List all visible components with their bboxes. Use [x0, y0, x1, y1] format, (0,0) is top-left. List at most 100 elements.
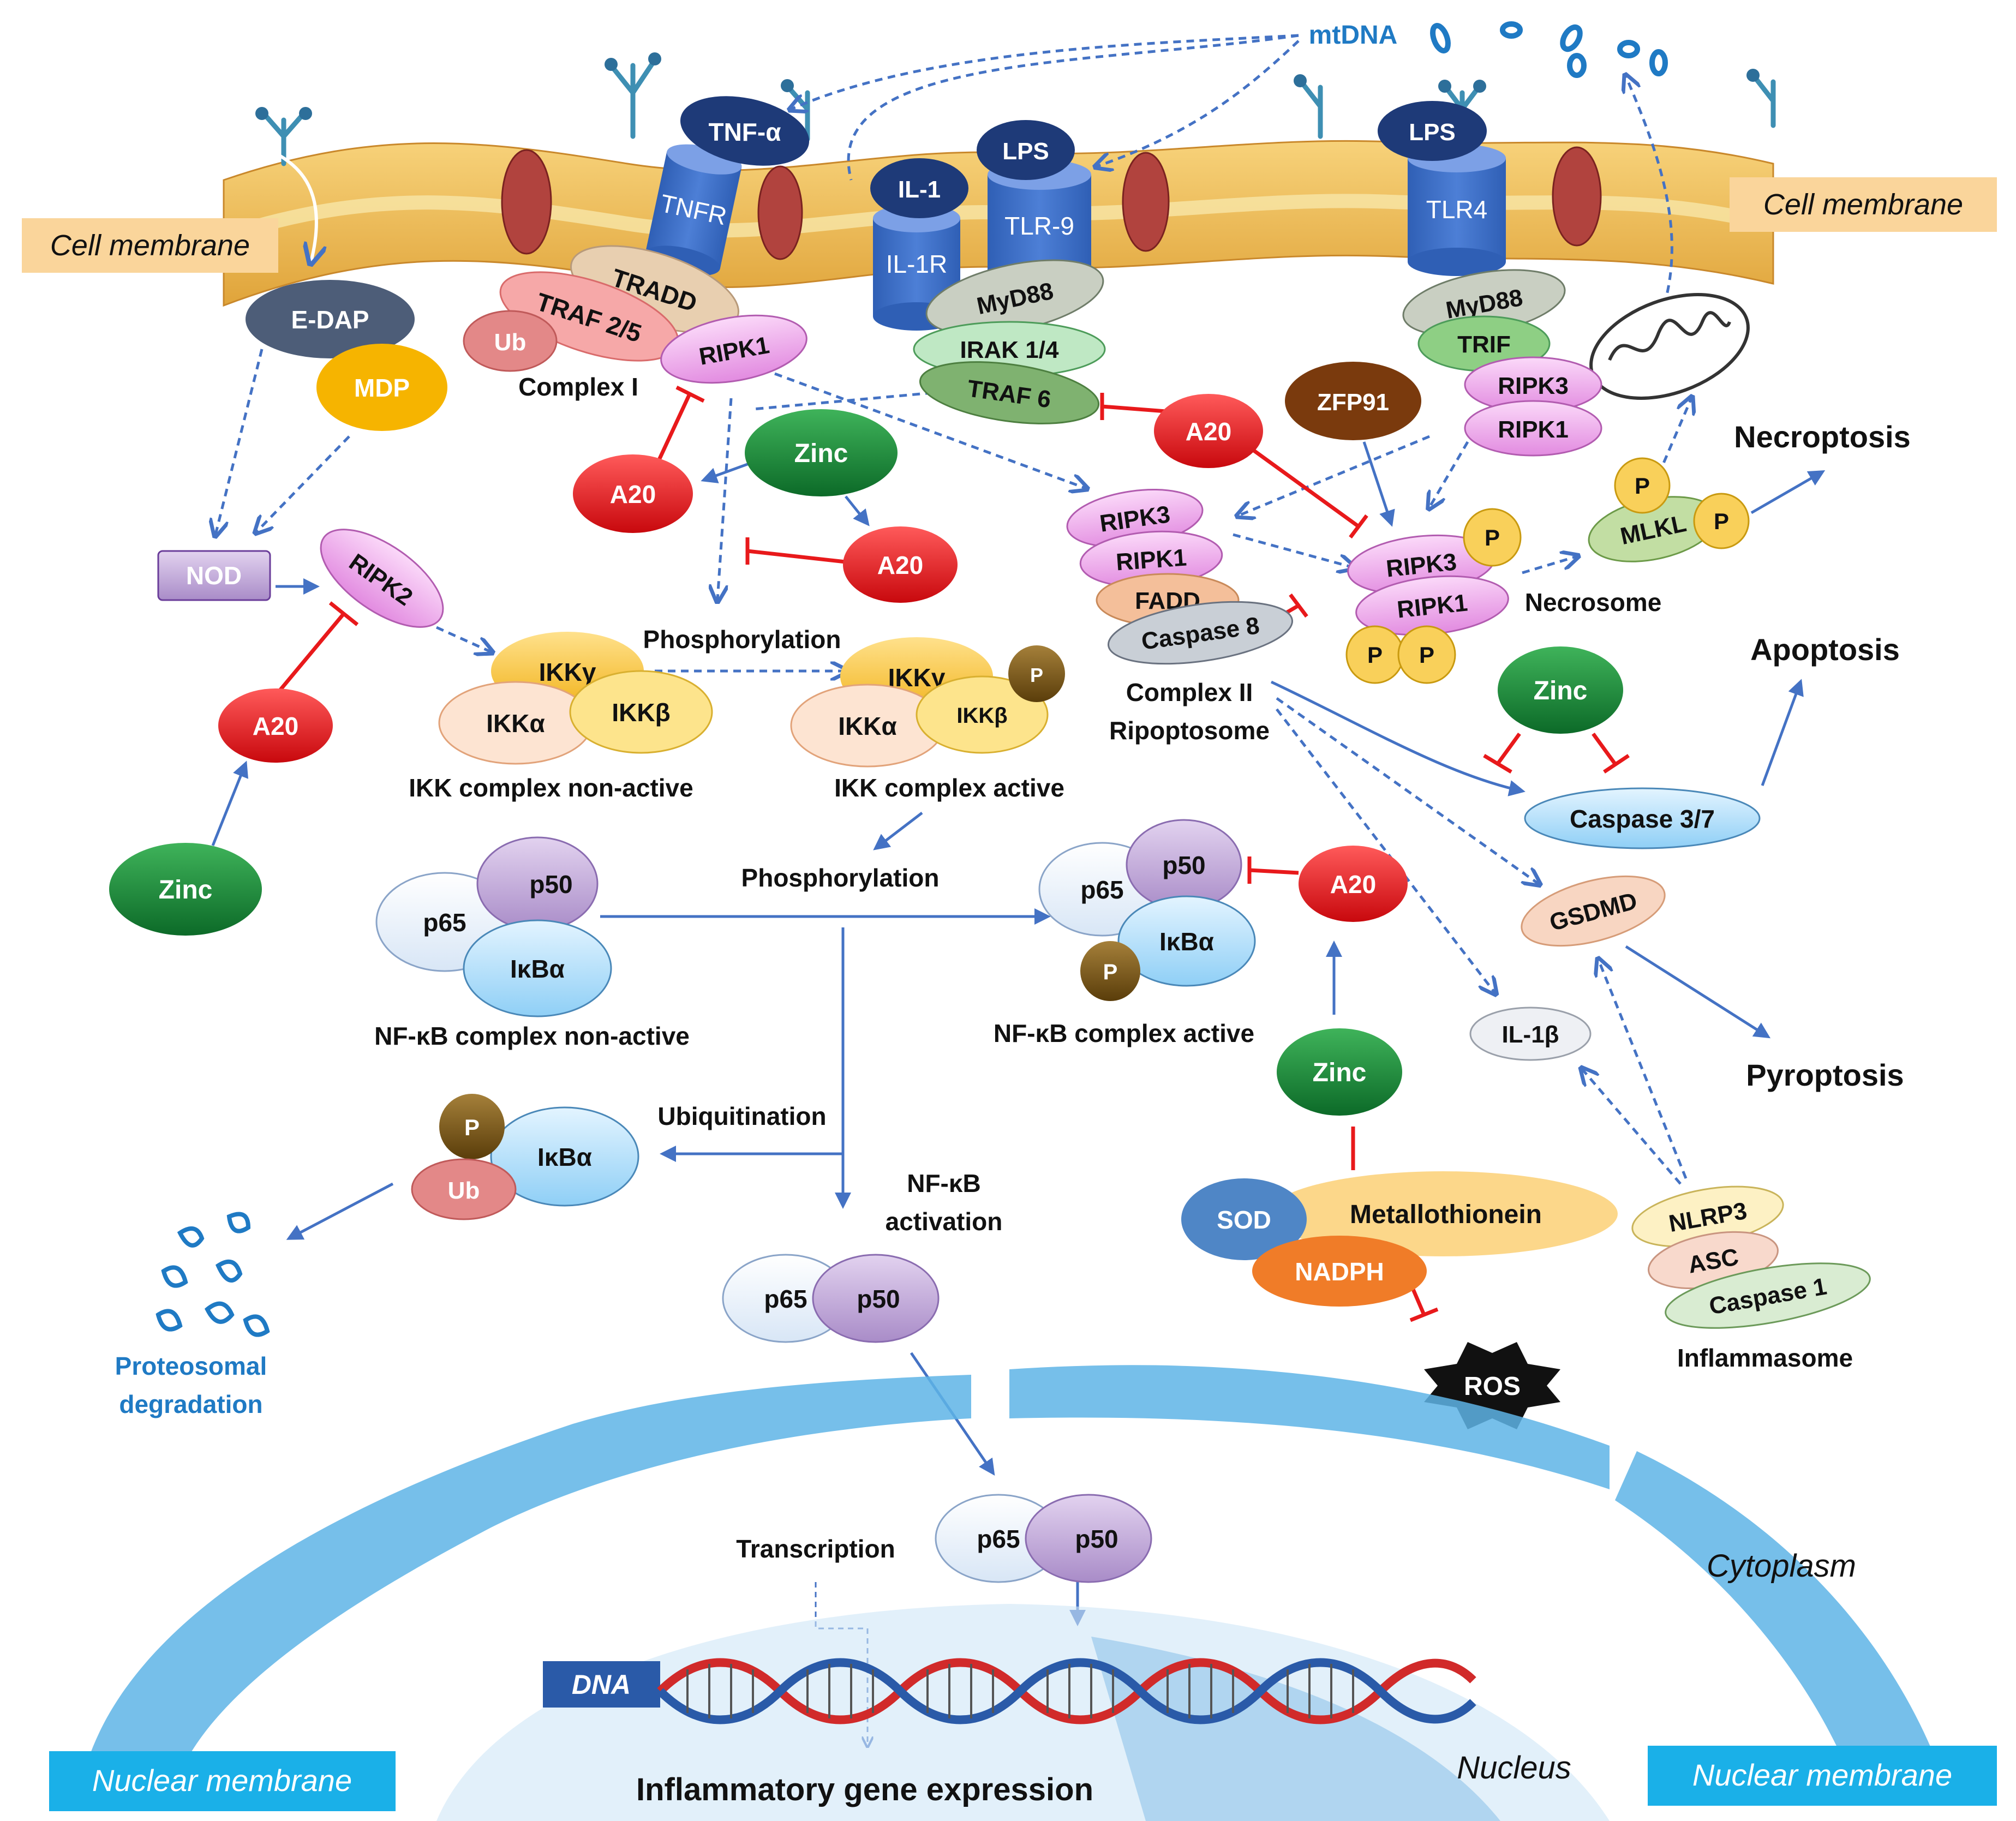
- proteosomal-label-1: Proteosomal: [115, 1352, 267, 1380]
- svg-text:Ub: Ub: [494, 329, 527, 356]
- nfkb-nonactive: p65 p50 IκBα NF-κB complex non-active: [374, 836, 690, 1050]
- zinc-apoptosis: Zinc: [1498, 646, 1623, 734]
- proteasome-fragments-icon: [155, 1212, 270, 1337]
- myd88-irak-traf6: MyD88 IRAK 1/4 TRAF 6: [913, 259, 1106, 424]
- mtdna-fragments: [1430, 21, 1668, 78]
- zinc-left: Zinc: [109, 843, 262, 936]
- phosphorylation-label-2: Phosphorylation: [741, 864, 940, 892]
- svg-text:p50: p50: [1162, 851, 1205, 879]
- svg-text:IKKβ: IKKβ: [612, 698, 670, 727]
- nfkb-activation-label-1: NF-κB: [907, 1169, 981, 1197]
- svg-text:Zinc: Zinc: [1534, 676, 1588, 705]
- gene-expression-label: Inflammatory gene expression: [636, 1772, 1093, 1807]
- nfkb-dimer-free: p65 p50: [722, 1254, 940, 1343]
- zinc-center-top: Zinc: [745, 409, 898, 496]
- svg-text:A20: A20: [1330, 870, 1376, 898]
- svg-text:NF-κB complex non-active: NF-κB complex non-active: [374, 1022, 690, 1050]
- svg-text:P: P: [1030, 664, 1043, 686]
- svg-text:Nuclear membrane: Nuclear membrane: [1692, 1758, 1952, 1792]
- svg-text:P: P: [464, 1115, 480, 1140]
- svg-text:Cell membrane: Cell membrane: [50, 229, 250, 262]
- svg-text:p65: p65: [1080, 876, 1123, 904]
- ripk2: RIPK2: [320, 529, 444, 628]
- proteosomal-label-2: degradation: [119, 1390, 262, 1418]
- il1-ligand: IL-1: [870, 158, 968, 218]
- complex-ii: RIPK3 RIPK1 FADD Caspase 8 Complex II Ri…: [1066, 489, 1294, 745]
- svg-text:IKKγ: IKKγ: [539, 658, 596, 686]
- transcription-label: Transcription: [736, 1535, 895, 1563]
- a20-traf6: A20: [1154, 394, 1263, 468]
- connectors: [213, 34, 1826, 1746]
- ikk-active: IKKγ IKKα IKKβ P IKK complex active: [790, 637, 1065, 802]
- inflammasome: NLRP3 ASC Caspase 1 Inflammasome: [1631, 1185, 1871, 1372]
- cell-membrane-label-right: Cell membrane: [1730, 177, 1997, 232]
- svg-text:E-DAP: E-DAP: [291, 306, 369, 334]
- svg-text:P: P: [1367, 642, 1383, 668]
- svg-text:IκBα: IκBα: [537, 1143, 592, 1171]
- svg-text:DNA: DNA: [572, 1669, 631, 1700]
- edap: E-DAP: [246, 280, 415, 358]
- svg-text:ROS: ROS: [1464, 1372, 1521, 1401]
- svg-text:p65: p65: [764, 1285, 807, 1313]
- svg-text:A20: A20: [877, 551, 923, 579]
- mlkl: MLKL P P: [1588, 457, 1750, 562]
- lps-ligand-2: LPS: [1378, 101, 1487, 161]
- svg-text:IκBα: IκBα: [1159, 927, 1214, 956]
- ubiquitination-label: Ubiquitination: [657, 1102, 826, 1130]
- svg-text:Ub: Ub: [448, 1177, 480, 1204]
- gsdmd: GSDMD: [1521, 875, 1666, 947]
- svg-text:Zinc: Zinc: [159, 876, 213, 904]
- svg-text:LPS: LPS: [1002, 138, 1049, 165]
- svg-text:IRAK 1/4: IRAK 1/4: [960, 337, 1059, 363]
- cell-membrane-label-left: Cell membrane: [22, 218, 278, 273]
- a20-complex-i: A20: [573, 454, 693, 533]
- mitochondrion-icon: [1589, 293, 1750, 400]
- svg-text:IL-1β: IL-1β: [1501, 1021, 1559, 1048]
- nfkb-activation-label-2: activation: [886, 1207, 1003, 1236]
- cytoplasm-label: Cytoplasm: [1707, 1548, 1856, 1584]
- svg-text:NF-κB complex active: NF-κB complex active: [994, 1019, 1254, 1047]
- antioxidant-complex: Metallothionein SOD NADPH: [1181, 1171, 1618, 1307]
- nucleus-label: Nucleus: [1457, 1750, 1571, 1786]
- svg-text:SOD: SOD: [1217, 1206, 1271, 1234]
- tnf-alpha: TNF-α: [680, 96, 810, 166]
- svg-text:ZFP91: ZFP91: [1317, 389, 1389, 416]
- svg-text:P: P: [1103, 960, 1118, 984]
- svg-text:IKKβ: IKKβ: [956, 704, 1007, 728]
- nfkb-active: p65 p50 IκBα P NF-κB complex active: [994, 819, 1256, 1047]
- svg-text:Inflammasome: Inflammasome: [1677, 1344, 1853, 1372]
- svg-text:IL-1: IL-1: [898, 176, 941, 203]
- svg-text:Complex I: Complex I: [518, 373, 638, 401]
- svg-text:IKK complex non-active: IKK complex non-active: [409, 774, 693, 802]
- zinc-metallothionein: Zinc: [1277, 1028, 1402, 1116]
- svg-text:Necrosome: Necrosome: [1525, 588, 1662, 616]
- svg-text:A20: A20: [1186, 417, 1231, 446]
- svg-text:A20: A20: [253, 712, 298, 740]
- svg-text:NOD: NOD: [186, 561, 242, 590]
- svg-text:IKK complex active: IKK complex active: [834, 774, 1064, 802]
- svg-text:MDP: MDP: [354, 374, 410, 402]
- svg-text:TLR4: TLR4: [1426, 195, 1487, 224]
- mdp: MDP: [316, 344, 447, 431]
- svg-text:p65: p65: [977, 1525, 1020, 1553]
- nod: NOD: [157, 550, 271, 601]
- dna-helix-icon: DNA: [543, 1658, 1476, 1724]
- svg-text:Metallothionein: Metallothionein: [1350, 1200, 1542, 1229]
- necroptosis-label: Necroptosis: [1734, 420, 1911, 454]
- svg-text:RIPK1: RIPK1: [1498, 416, 1569, 443]
- svg-text:NADPH: NADPH: [1295, 1257, 1384, 1286]
- svg-text:P: P: [1635, 473, 1650, 499]
- svg-text:Zinc: Zinc: [794, 439, 848, 468]
- pyroptosis-label: Pyroptosis: [1746, 1058, 1904, 1092]
- a20-nfkb: A20: [1299, 846, 1408, 922]
- il1b: IL-1β: [1469, 1007, 1592, 1061]
- complex-i: TRADD TRAF 2/5 Ub RIPK1 Complex I: [463, 245, 807, 401]
- svg-text:Caspase 3/7: Caspase 3/7: [1570, 805, 1715, 833]
- ikba-ubiquitinated: IκBα P Ub: [411, 1094, 639, 1220]
- svg-text:A20: A20: [610, 480, 656, 508]
- svg-text:IκBα: IκBα: [510, 955, 565, 983]
- tlr4-receptor: TLR4: [1408, 144, 1506, 276]
- nuclear-membrane-label-left: Nuclear membrane: [49, 1751, 396, 1811]
- svg-text:TLR-9: TLR-9: [1004, 212, 1074, 240]
- svg-text:IKKα: IKKα: [486, 709, 545, 738]
